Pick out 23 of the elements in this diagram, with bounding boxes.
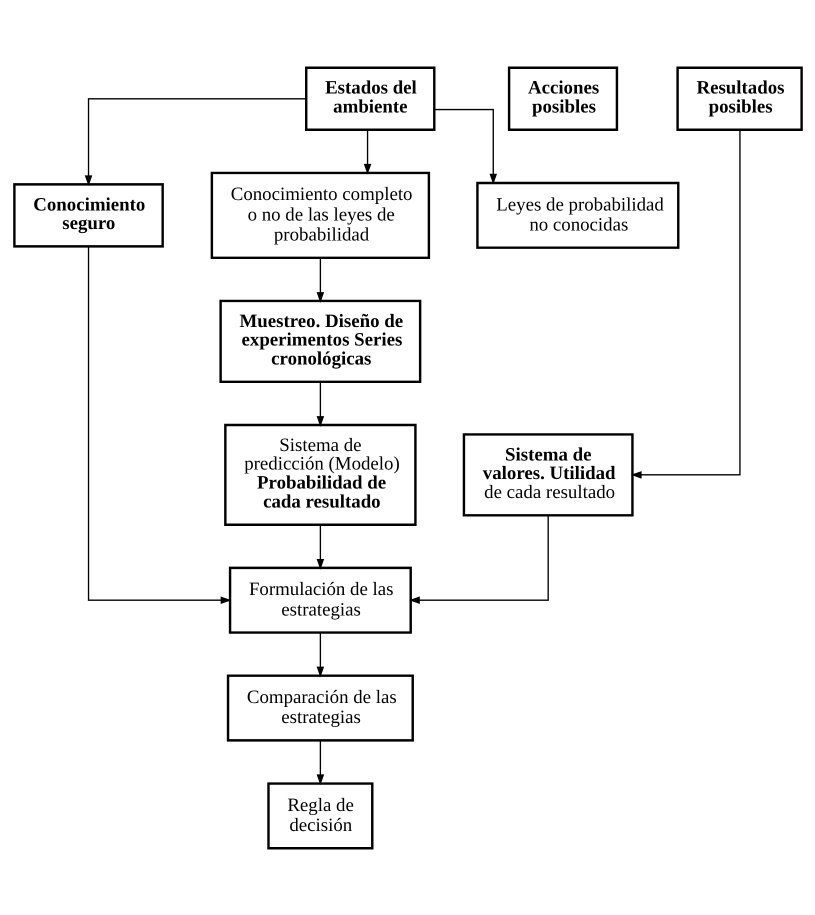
arrow bbox=[408, 515, 548, 604]
node-box: Sistema de valores. Utilidad de cada resultado bbox=[462, 432, 634, 516]
arrow bbox=[316, 524, 324, 570]
arrow bbox=[87, 246, 231, 604]
arrow bbox=[316, 258, 324, 302]
arrow bbox=[434, 108, 497, 184]
arrow bbox=[84, 98, 306, 186]
node-box: Resultados posibles bbox=[676, 66, 802, 130]
node-box: Regla de decisión bbox=[266, 782, 373, 849]
node-box: Estados del ambiente bbox=[304, 66, 435, 130]
node-box: Formulación de las estrategias bbox=[228, 566, 412, 634]
node-box: Conocimiento completo o no de las leyes de probabilidad bbox=[210, 171, 430, 259]
arrow bbox=[630, 130, 740, 478]
arrow bbox=[316, 632, 324, 677]
node-box: Comparación de las estrategias bbox=[226, 674, 414, 742]
arrow bbox=[316, 740, 324, 785]
node-box: Sistema de predicción (Modelo) Probabilidad de cada resultado bbox=[224, 423, 416, 526]
node-box: Leyes de probabilidad no conocidas bbox=[476, 181, 679, 248]
arrow bbox=[363, 130, 371, 174]
node-box: Acciones posibles bbox=[507, 66, 618, 130]
arrow bbox=[316, 382, 324, 426]
node-box: Conocimiento seguro bbox=[12, 182, 164, 248]
node-box: Muestreo. Diseño de experimentos Series cronológicas bbox=[218, 299, 421, 383]
